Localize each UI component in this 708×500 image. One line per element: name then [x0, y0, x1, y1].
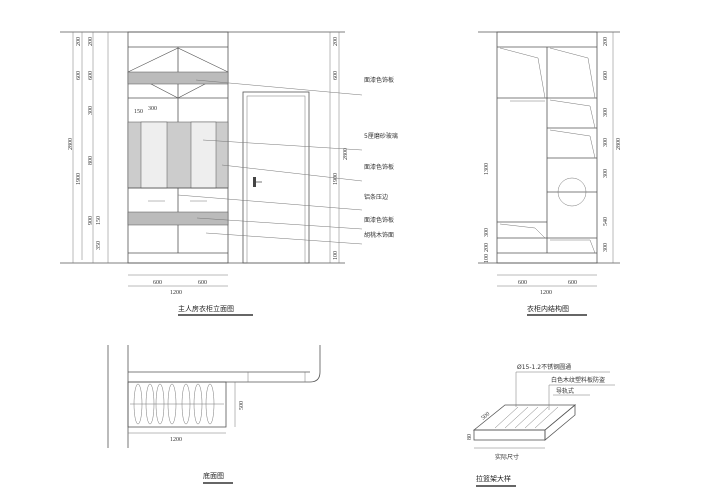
svg-text:600: 600	[153, 280, 162, 286]
svg-text:150: 150	[96, 216, 102, 225]
svg-text:2800: 2800	[68, 138, 74, 150]
svg-text:200: 200	[88, 37, 94, 46]
svg-text:300: 300	[148, 106, 157, 112]
interior-elevation-text: 600 600 1200 衣柜内结构图 1300 300 200 100 200…	[484, 37, 622, 313]
svg-text:导轨式: 导轨式	[556, 387, 574, 395]
svg-text:100: 100	[484, 254, 490, 263]
svg-text:1900: 1900	[333, 173, 339, 185]
svg-text:面漆色饰板: 面漆色饰板	[364, 76, 394, 84]
interior-elevation	[478, 31, 620, 316]
svg-text:600: 600	[603, 71, 609, 80]
svg-text:100: 100	[333, 251, 339, 260]
svg-text:500: 500	[480, 411, 491, 421]
svg-text:面漆色饰板: 面漆色饰板	[364, 216, 394, 224]
svg-text:80: 80	[467, 434, 473, 440]
svg-text:600: 600	[568, 280, 577, 286]
svg-text:600: 600	[76, 71, 82, 80]
svg-text:1200: 1200	[170, 290, 182, 296]
svg-text:600: 600	[518, 280, 527, 286]
svg-text:600: 600	[333, 71, 339, 80]
basket-detail	[472, 371, 615, 487]
svg-text:2800: 2800	[616, 138, 622, 150]
svg-text:主人房衣柜立面图: 主人房衣柜立面图	[178, 304, 234, 313]
svg-text:500: 500	[239, 401, 245, 410]
plan-view	[107, 345, 321, 484]
svg-text:300: 300	[484, 228, 490, 237]
svg-text:300: 300	[603, 243, 609, 252]
svg-text:200: 200	[603, 37, 609, 46]
svg-text:1900: 1900	[76, 173, 82, 185]
svg-text:200: 200	[333, 37, 339, 46]
svg-text:铝条压边: 铝条压边	[364, 193, 388, 201]
svg-text:800: 800	[88, 156, 94, 165]
svg-text:1200: 1200	[170, 437, 182, 443]
svg-text:900: 900	[88, 216, 94, 225]
svg-text:300: 300	[603, 138, 609, 147]
svg-text:200: 200	[484, 243, 490, 252]
svg-text:Ø15-1.2不锈钢圆通: Ø15-1.2不锈钢圆通	[517, 363, 571, 371]
svg-text:胡桃木饰面: 胡桃木饰面	[364, 231, 394, 239]
svg-text:衣柜内结构图: 衣柜内结构图	[527, 304, 569, 313]
svg-text:300: 300	[603, 169, 609, 178]
basket-detail-text: Ø15-1.2不锈钢圆通 白色木纹塑料板防盗 导轨式 500 80 实际尺寸 拉…	[467, 363, 605, 483]
svg-text:白色木纹塑料板防盗: 白色木纹塑料板防盗	[551, 376, 605, 384]
svg-text:1300: 1300	[484, 163, 490, 175]
svg-text:150: 150	[134, 109, 143, 115]
svg-text:2800: 2800	[343, 148, 349, 160]
svg-text:300: 300	[603, 108, 609, 117]
svg-text:5厘磨砂玻璃: 5厘磨砂玻璃	[364, 132, 398, 140]
svg-text:540: 540	[603, 217, 609, 226]
plan-view-text: 1200 500 底面图	[170, 401, 245, 480]
main-elevation-text: 600 600 1200 150 300 主人房衣柜立面图 面漆色饰板 5厘磨砂…	[68, 37, 398, 313]
svg-text:1200: 1200	[540, 290, 552, 296]
svg-text:600: 600	[88, 71, 94, 80]
svg-text:300: 300	[88, 106, 94, 115]
main-elevation	[60, 31, 363, 316]
svg-text:面漆色饰板: 面漆色饰板	[364, 163, 394, 171]
svg-text:350: 350	[96, 241, 102, 250]
svg-text:200: 200	[76, 37, 82, 46]
svg-text:底面图: 底面图	[203, 471, 224, 480]
svg-text:实际尺寸: 实际尺寸	[495, 453, 519, 461]
svg-text:600: 600	[198, 280, 207, 286]
hanger-row	[133, 383, 215, 425]
svg-text:拉篮架大样: 拉篮架大样	[476, 474, 511, 483]
